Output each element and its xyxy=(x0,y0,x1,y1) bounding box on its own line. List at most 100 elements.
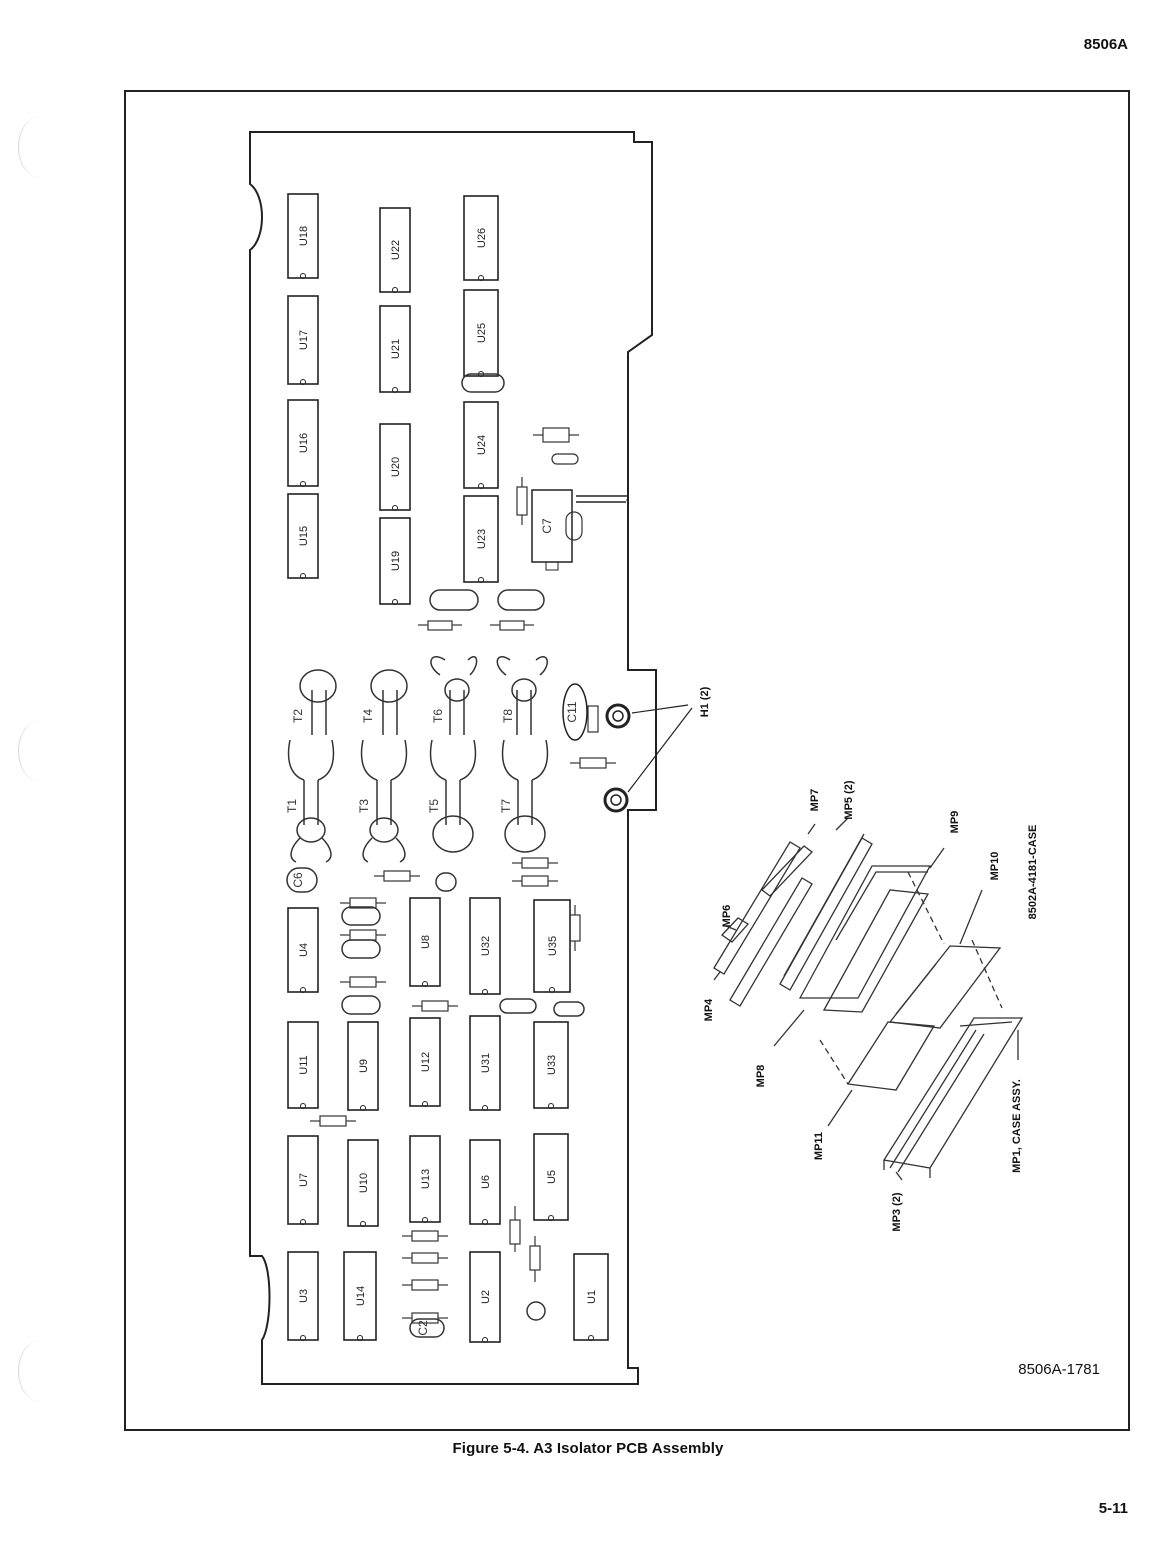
capacitor-label: C6 xyxy=(291,872,305,888)
page-number: 5-11 xyxy=(1098,1500,1128,1517)
ic-u24: U24 xyxy=(463,401,499,489)
ic-u32: U32 xyxy=(469,897,501,995)
ic-u13: U13 xyxy=(409,1135,441,1223)
part-label: MP10 xyxy=(989,852,1001,881)
part-label: MP8 xyxy=(755,1065,767,1088)
ic-u31: U31 xyxy=(469,1015,501,1111)
ic-u22: U22 xyxy=(379,207,411,293)
ic-label: U25 xyxy=(476,323,488,343)
ic-label: U21 xyxy=(390,339,402,359)
ic-u25: U25 xyxy=(463,289,499,377)
case-reference: 8502A-4181-CASE xyxy=(1027,825,1039,920)
transformer-label: T4 xyxy=(361,709,375,723)
ic-u21: U21 xyxy=(379,305,411,393)
ic-u20: U20 xyxy=(379,423,411,511)
ic-u4: U4 xyxy=(287,907,319,993)
part-label: MP9 xyxy=(949,811,961,834)
binder-hole xyxy=(18,116,63,178)
ic-label: U14 xyxy=(355,1286,367,1306)
page-model-id: 8506A xyxy=(1083,36,1128,53)
part-label: MP4 xyxy=(703,998,715,1022)
ic-label: U17 xyxy=(298,330,310,350)
ic-label: U12 xyxy=(420,1052,432,1072)
transformer-label: T2 xyxy=(291,709,305,723)
ic-u17: U17 xyxy=(287,295,319,385)
ic-u7: U7 xyxy=(287,1135,319,1225)
ic-label: U18 xyxy=(298,226,310,246)
ic-label: U6 xyxy=(480,1175,492,1189)
passive-parts-layer xyxy=(286,373,693,1338)
ic-label: U8 xyxy=(420,935,432,949)
ic-u1: U1 xyxy=(573,1253,609,1341)
ic-label: U31 xyxy=(480,1053,492,1073)
transformer-label: T5 xyxy=(427,799,441,813)
ic-u12: U12 xyxy=(409,1017,441,1107)
capacitor-label: C11 xyxy=(565,701,579,722)
transformer-label: T3 xyxy=(357,799,371,813)
ic-label: U19 xyxy=(390,551,402,571)
ic-u33: U33 xyxy=(533,1021,569,1109)
ic-label: U15 xyxy=(298,526,310,546)
ic-u14: U14 xyxy=(343,1251,377,1341)
ic-label: U26 xyxy=(476,228,488,248)
ic-u16: U16 xyxy=(287,399,319,487)
ic-u35: U35 xyxy=(533,899,571,993)
part-label: MP11 xyxy=(813,1132,825,1160)
ic-label: U10 xyxy=(358,1173,370,1193)
ic-label: U16 xyxy=(298,433,310,453)
ic-u19: U19 xyxy=(379,517,411,605)
ic-u9: U9 xyxy=(347,1021,379,1111)
ic-label: U35 xyxy=(547,936,559,956)
pcb-outline xyxy=(249,131,657,1385)
figure-frame xyxy=(124,90,1130,1431)
part-label: MP1, CASE ASSY. xyxy=(1011,1079,1023,1173)
ic-u23: U23 xyxy=(463,495,499,583)
ic-label: U32 xyxy=(480,936,492,956)
transformer-label: T6 xyxy=(431,709,445,723)
ic-label: U1 xyxy=(586,1290,598,1304)
ic-u2: U2 xyxy=(469,1251,501,1343)
ic-label: U11 xyxy=(298,1055,310,1074)
ic-label: U24 xyxy=(476,435,488,455)
ic-label: U13 xyxy=(420,1169,432,1189)
ic-u6: U6 xyxy=(469,1139,501,1225)
ic-label: U7 xyxy=(298,1173,310,1187)
oval-component xyxy=(286,373,585,1338)
ic-u8: U8 xyxy=(409,897,441,987)
ic-label: U3 xyxy=(298,1289,310,1303)
capacitor-label: C7 xyxy=(540,518,554,534)
transformer-label: T7 xyxy=(499,799,513,813)
ic-u3: U3 xyxy=(287,1251,319,1341)
part-label: MP3 (2) xyxy=(891,1192,903,1231)
resistor xyxy=(310,427,616,1324)
ic-label: U2 xyxy=(480,1290,492,1304)
ic-label: U4 xyxy=(298,943,310,957)
ic-u5: U5 xyxy=(533,1133,569,1221)
ic-u15: U15 xyxy=(287,493,319,579)
ic-u11: U11 xyxy=(287,1021,319,1109)
hardware-callout: H1 (2) xyxy=(699,686,711,717)
binder-hole xyxy=(18,1340,63,1402)
exploded-case-assembly xyxy=(713,817,1024,1181)
ic-label: U33 xyxy=(546,1055,558,1075)
capacitor-label: C2 xyxy=(416,1320,430,1336)
drawing-number: 8506A-1781 xyxy=(1018,1361,1100,1378)
ic-label: U20 xyxy=(390,457,402,477)
part-label: MP6 xyxy=(721,905,733,928)
ic-u18: U18 xyxy=(287,193,319,279)
ic-u10: U10 xyxy=(347,1139,379,1227)
ic-u26: U26 xyxy=(463,195,499,281)
mounting-hardware-h1 xyxy=(603,787,629,813)
transformer-group xyxy=(287,655,549,863)
ic-label: U22 xyxy=(390,240,402,260)
transformer-label: T8 xyxy=(501,709,515,723)
ic-label: U5 xyxy=(546,1170,558,1184)
part-label: MP5 (2) xyxy=(843,780,855,819)
mounting-hardware-h1 xyxy=(605,703,631,729)
binder-hole xyxy=(18,720,63,782)
figure-caption: Figure 5-4. A3 Isolator PCB Assembly xyxy=(452,1440,724,1457)
ic-label: U9 xyxy=(358,1059,370,1073)
